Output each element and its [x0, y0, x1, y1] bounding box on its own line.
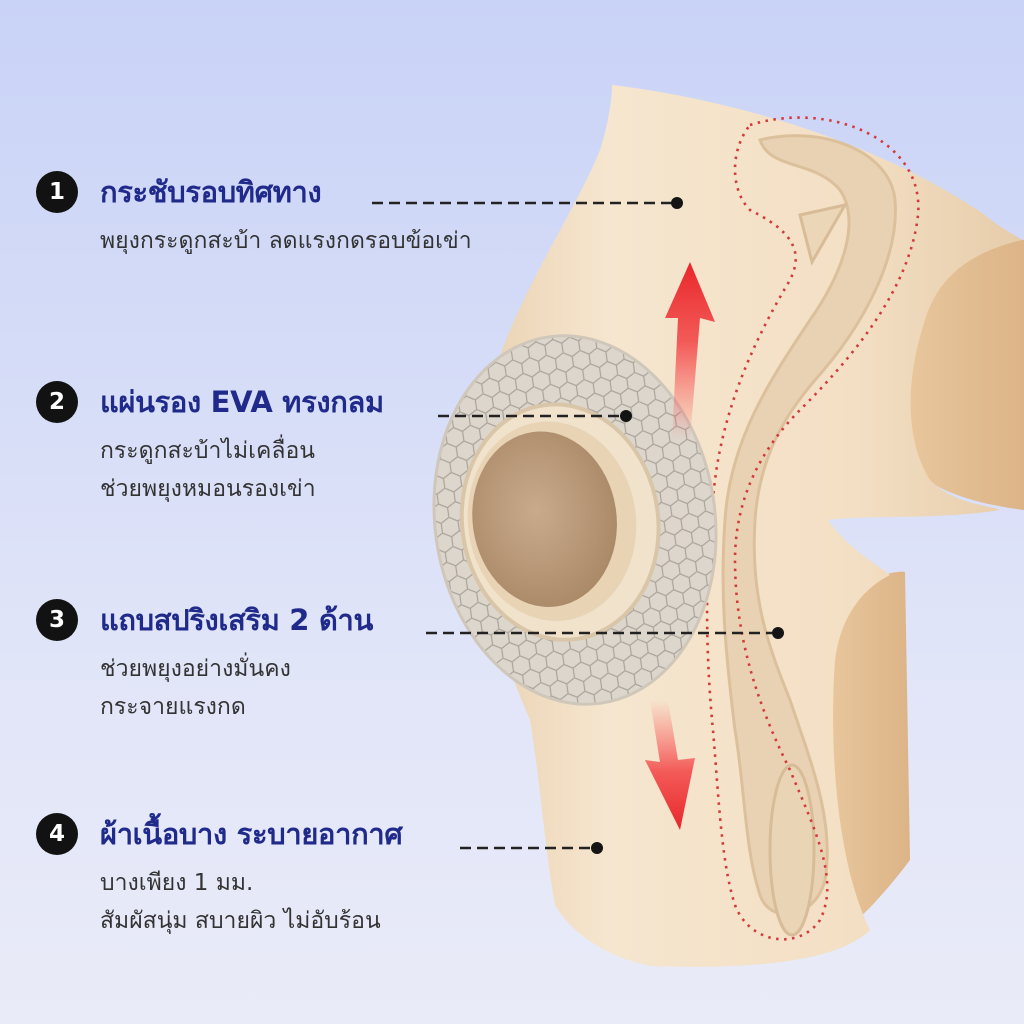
- feature-description-line: ช่วยพยุงอย่างมั่นคง: [100, 656, 291, 682]
- feature-description-line: บางเพียง 1 มม.: [100, 870, 254, 896]
- feature-title: ผ้าเนื้อบาง ระบายอากาศ: [100, 817, 403, 851]
- spring-strip-triangle: [798, 202, 849, 266]
- feature-description: กระดูกสะบ้าไม่เคลื่อน ช่วยพยุงหมอนรองเข่…: [100, 432, 384, 508]
- leader-lines: [372, 197, 784, 854]
- feature-title: กระชับรอบทิศทาง: [100, 175, 322, 209]
- eva-pad: [432, 334, 718, 706]
- feature-2: 2 แผ่นรอง EVA ทรงกลม กระดูกสะบ้าไม่เคลื่…: [36, 380, 384, 508]
- feature-4: 4 ผ้าเนื้อบาง ระบายอากาศ บางเพียง 1 มม. …: [36, 812, 403, 940]
- feature-description-line: พยุงกระดูกสะบ้า ลดแรงกดรอบข้อเข่า: [100, 228, 472, 254]
- red-up-arrow-icon: [665, 262, 715, 440]
- feature-description-line: ช่วยพยุงหมอนรองเข่า: [100, 476, 316, 502]
- feature-3: 3 แถบสปริงเสริม 2 ด้าน ช่วยพยุงอย่างมั่น…: [36, 598, 373, 726]
- red-down-arrow-icon: [645, 700, 695, 830]
- feature-1: 1 กระชับรอบทิศทาง พยุงกระดูกสะบ้า ลดแรงก…: [36, 170, 472, 260]
- feature-number-badge: 2: [36, 381, 78, 423]
- feature-number-badge: 1: [36, 171, 78, 213]
- feature-description-line: กระจายแรงกด: [100, 694, 246, 720]
- feature-number-badge: 3: [36, 599, 78, 641]
- feature-number-badge: 4: [36, 813, 78, 855]
- red-stitching: [705, 116, 920, 941]
- feature-description-line: สัมผัสนุ่ม สบายผิว ไม่อับร้อน: [100, 908, 381, 934]
- feature-title: แผ่นรอง EVA ทรงกลม: [100, 385, 384, 419]
- feature-description-line: กระดูกสะบ้าไม่เคลื่อน: [100, 438, 316, 464]
- feature-title: แถบสปริงเสริม 2 ด้าน: [100, 603, 374, 637]
- feature-description: พยุงกระดูกสะบ้า ลดแรงกดรอบข้อเข่า: [100, 222, 472, 260]
- spring-strip-bottom-oval: [768, 763, 816, 937]
- feature-description: บางเพียง 1 มม. สัมผัสนุ่ม สบายผิว ไม่อับ…: [100, 864, 402, 940]
- feature-description: ช่วยพยุงอย่างมั่นคง กระจายแรงกด: [100, 650, 373, 726]
